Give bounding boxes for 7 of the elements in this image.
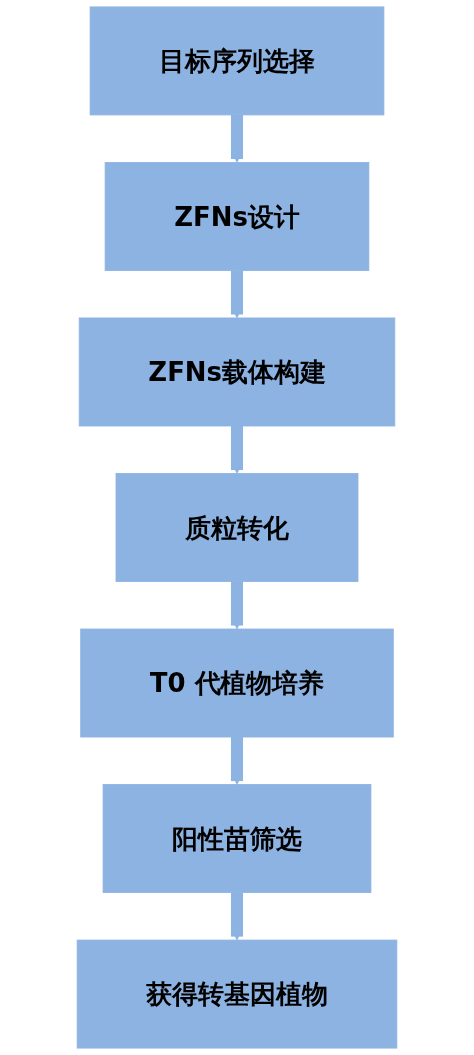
node-box: ZFNs载体构建 — [78, 317, 396, 427]
node-box: ZFNs设计 — [104, 162, 370, 271]
node-box: 目标序列选择 — [89, 6, 385, 116]
node-box: T0 代植物培养 — [80, 628, 394, 738]
node-box: 质粒转化 — [115, 473, 359, 582]
node-box: 获得转基因植物 — [76, 939, 398, 1049]
node-box: 阳性苗筛选 — [102, 784, 372, 893]
